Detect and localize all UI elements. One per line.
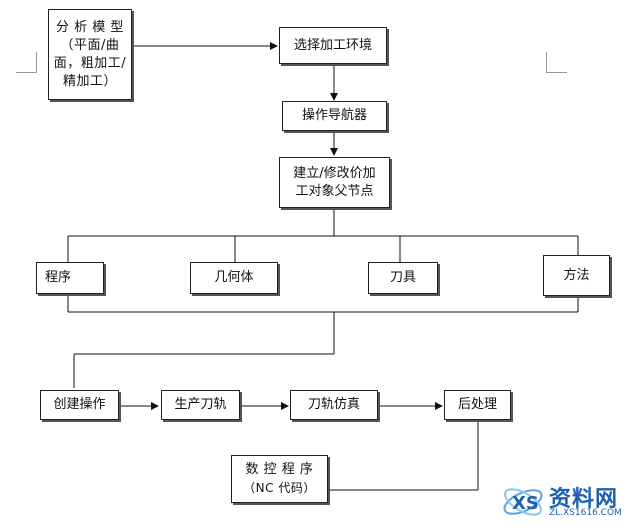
node-analysis-model-line4: 精加工） xyxy=(62,73,117,89)
node-analysis-model-line2: （平面/曲 xyxy=(60,37,120,53)
node-create-parent-line1: 建立/修改价加 xyxy=(293,165,376,181)
node-nc-program-line2: （NC 代码） xyxy=(243,481,316,495)
node-create-operation: 创建操作 xyxy=(40,390,119,420)
watermark-title: 资料网 xyxy=(549,487,619,512)
node-geometry: 几何体 xyxy=(190,262,278,294)
node-generate-path-label: 生产刀轨 xyxy=(174,397,227,412)
node-post-process: 后处理 xyxy=(444,390,511,420)
node-path-simulation-label: 刀轨仿真 xyxy=(307,397,360,412)
node-generate-path: 生产刀轨 xyxy=(161,390,240,420)
node-program: 程序 xyxy=(36,262,104,294)
page-corner-mark-left xyxy=(16,52,37,73)
node-select-env-label: 选择加工环境 xyxy=(293,37,372,53)
node-analysis-model-line3: 面，粗加工/ xyxy=(53,55,127,71)
node-program-label: 程序 xyxy=(45,270,72,285)
page-corner-mark-right xyxy=(546,52,567,73)
node-op-navigator-label: 操作导航器 xyxy=(301,108,367,123)
node-post-process-label: 后处理 xyxy=(457,397,497,412)
node-analysis-model-line1: 分 析 模 型 xyxy=(56,19,124,35)
watermark-logo-icon: XS xyxy=(503,488,543,516)
node-op-navigator: 操作导航器 xyxy=(282,101,387,131)
node-method-label: 方法 xyxy=(563,267,590,283)
node-select-env: 选择加工环境 xyxy=(279,27,387,64)
node-create-operation-label: 创建操作 xyxy=(53,397,106,412)
node-tool: 刀具 xyxy=(368,262,438,294)
node-create-parent-line2: 工对象父节点 xyxy=(295,183,374,199)
svg-text:XS: XS xyxy=(512,493,539,514)
node-analysis-model: 分 析 模 型 （平面/曲 面，粗加工/ 精加工） xyxy=(48,9,132,100)
node-nc-program-line1: 数 控 程 序 xyxy=(245,462,314,477)
watermark: XS 资料网 ZL.XS1616.COM xyxy=(499,481,634,523)
watermark-url: ZL.XS1616.COM xyxy=(549,508,622,518)
node-tool-label: 刀具 xyxy=(389,270,416,285)
node-method: 方法 xyxy=(543,255,610,296)
node-create-parent: 建立/修改价加 工对象父节点 xyxy=(279,157,390,208)
node-geometry-label: 几何体 xyxy=(214,270,254,285)
node-path-simulation: 刀轨仿真 xyxy=(290,390,378,420)
node-nc-program: 数 控 程 序 （NC 代码） xyxy=(231,455,328,503)
